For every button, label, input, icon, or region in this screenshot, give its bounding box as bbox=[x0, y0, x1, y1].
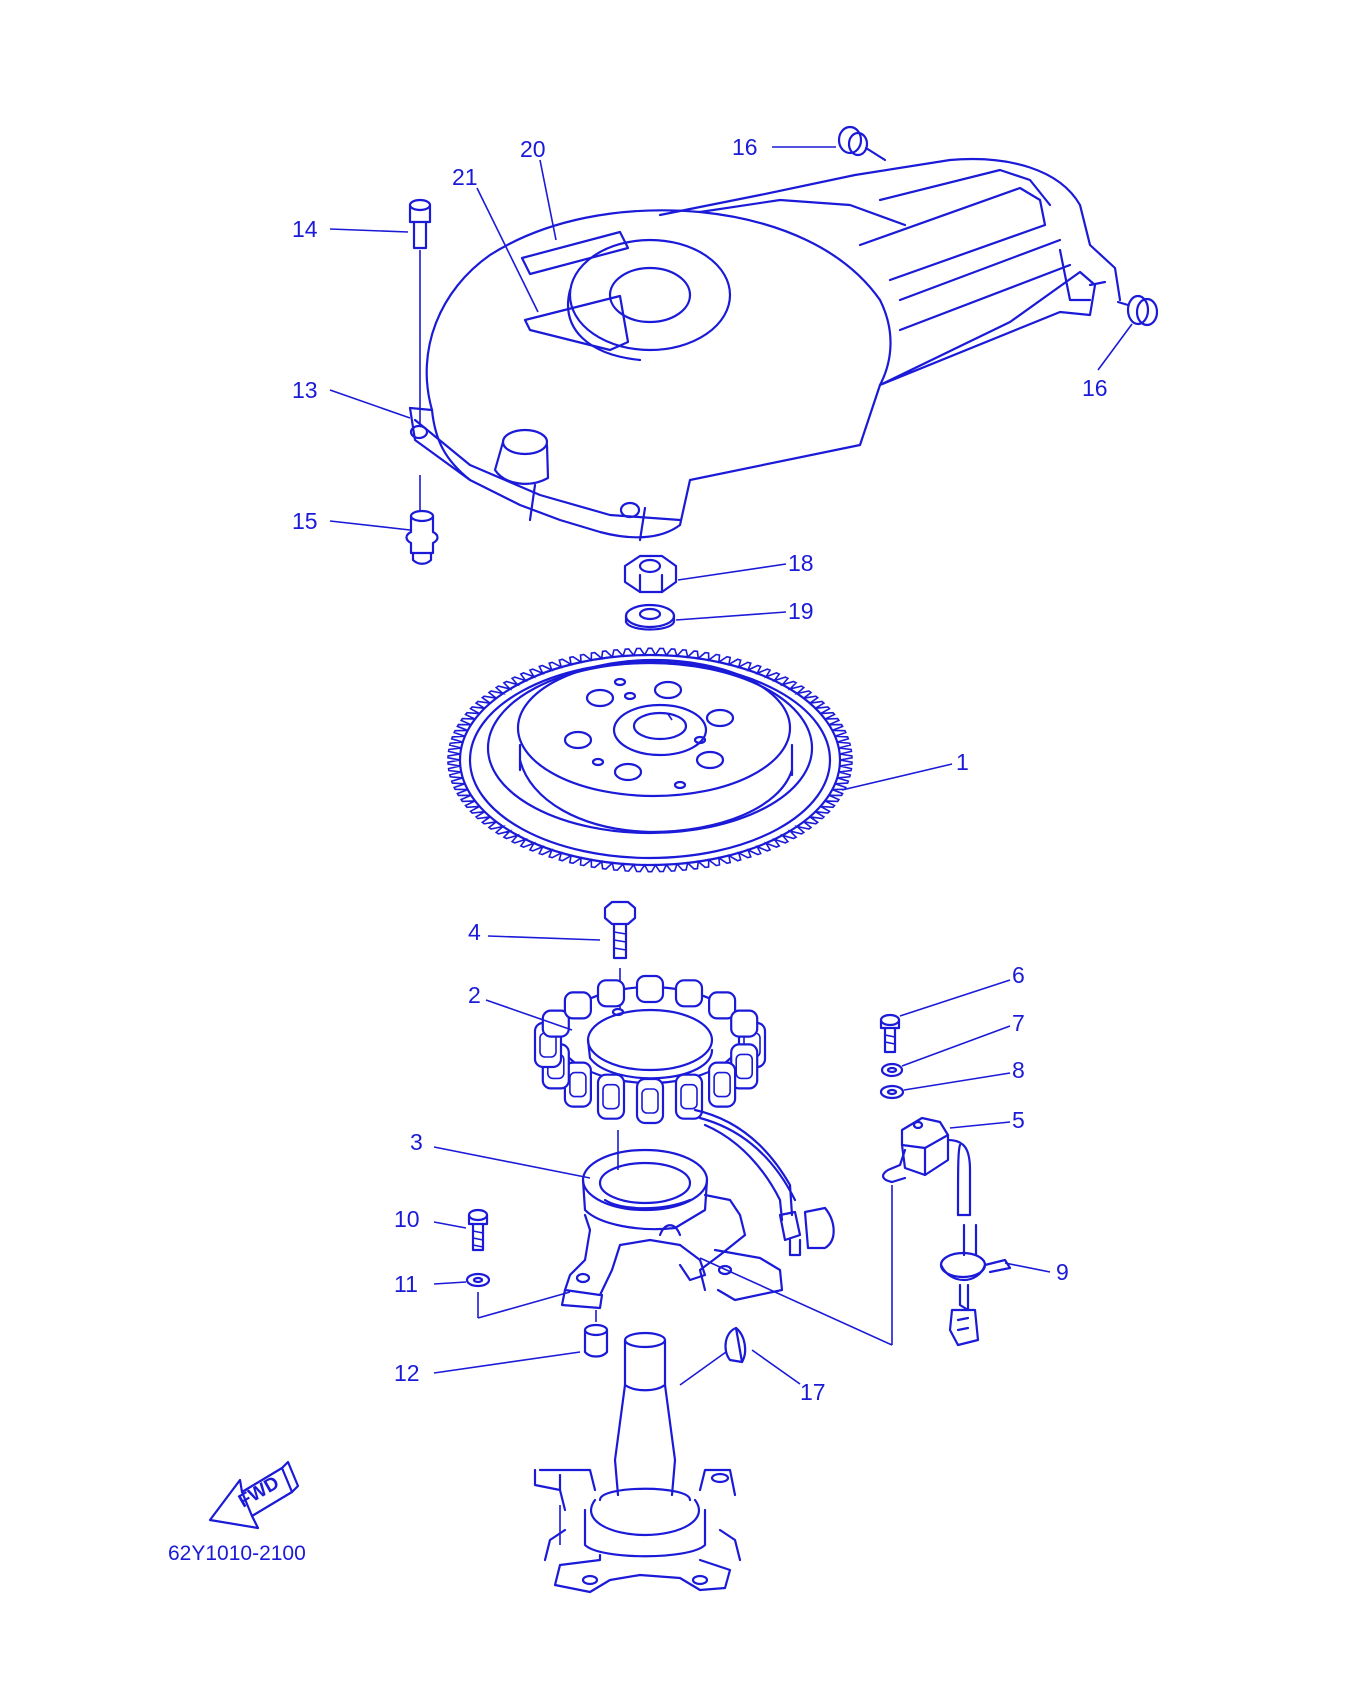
callout-16-right: 16 bbox=[1082, 375, 1108, 401]
callout-12: 12 bbox=[394, 1360, 420, 1386]
washer-7 bbox=[880, 1062, 904, 1078]
stator-coil-winding bbox=[680, 1083, 698, 1110]
callout-13: 13 bbox=[292, 377, 318, 403]
leader-lines bbox=[329, 146, 1133, 1386]
nut-18 bbox=[623, 554, 678, 594]
fwd-arrow-icon: FWD bbox=[208, 1460, 300, 1530]
stator-coil bbox=[635, 974, 665, 1004]
callout-18: 18 bbox=[788, 550, 814, 576]
callout-19: 19 bbox=[788, 598, 814, 624]
callout-7: 7 bbox=[1012, 1010, 1025, 1036]
grommet-16-right bbox=[1116, 294, 1159, 327]
bolt-14 bbox=[408, 198, 432, 510]
washer-11 bbox=[465, 1272, 571, 1319]
woodruff-key-17 bbox=[724, 1326, 747, 1364]
callout-14: 14 bbox=[292, 216, 318, 242]
stator-coil bbox=[674, 1073, 704, 1120]
callout-10: 10 bbox=[394, 1206, 420, 1232]
stator-coil-winding bbox=[713, 1071, 731, 1098]
callout-20: 20 bbox=[520, 136, 546, 162]
grommet-16-top bbox=[837, 125, 887, 162]
grommet-15 bbox=[405, 509, 439, 565]
stator-coil bbox=[707, 1061, 737, 1108]
callout-9: 9 bbox=[1056, 1259, 1069, 1285]
washer-19 bbox=[624, 603, 676, 631]
callout-5: 5 bbox=[1012, 1107, 1025, 1133]
screw-10 bbox=[467, 1208, 489, 1252]
callout-17: 17 bbox=[800, 1379, 826, 1405]
stator-coil bbox=[635, 1077, 665, 1125]
washer-8 bbox=[879, 1084, 905, 1100]
flywheel bbox=[447, 647, 853, 873]
stator-base bbox=[560, 1130, 784, 1310]
stator-coil bbox=[674, 979, 704, 1008]
pulser-coil bbox=[699, 1116, 972, 1346]
stator-coil bbox=[596, 979, 626, 1008]
stator-coil bbox=[730, 1009, 759, 1038]
crankshaft bbox=[533, 1331, 742, 1594]
callout-6: 6 bbox=[1012, 962, 1025, 988]
stator bbox=[533, 974, 835, 1257]
callout-8: 8 bbox=[1012, 1057, 1025, 1083]
callout-15: 15 bbox=[292, 508, 318, 534]
callout-4: 4 bbox=[468, 919, 481, 945]
stator-coil bbox=[563, 991, 593, 1020]
stator-coil-winding bbox=[641, 1088, 659, 1114]
callout-16-top: 16 bbox=[732, 134, 758, 160]
callout-1: 1 bbox=[956, 749, 969, 775]
callout-3: 3 bbox=[410, 1129, 423, 1155]
stator-coil-winding bbox=[602, 1083, 620, 1110]
wire-grommet-9 bbox=[939, 1223, 1012, 1347]
stator-coil bbox=[596, 1073, 626, 1120]
dowel-12 bbox=[583, 1310, 609, 1358]
callout-2: 2 bbox=[468, 982, 481, 1008]
stator-coil-winding bbox=[735, 1053, 754, 1080]
part-code: 62Y1010-2100 bbox=[168, 1542, 306, 1565]
callout-labels: 1 2 3 4 5 6 7 8 9 10 11 12 13 14 15 16 1… bbox=[292, 134, 1108, 1405]
stator-coil bbox=[707, 991, 737, 1020]
callout-11: 11 bbox=[394, 1271, 418, 1297]
stator-coil-winding bbox=[569, 1071, 587, 1098]
screw-6 bbox=[879, 1013, 901, 1054]
flywheel-cover bbox=[408, 158, 1122, 542]
callout-21: 21 bbox=[452, 164, 478, 190]
